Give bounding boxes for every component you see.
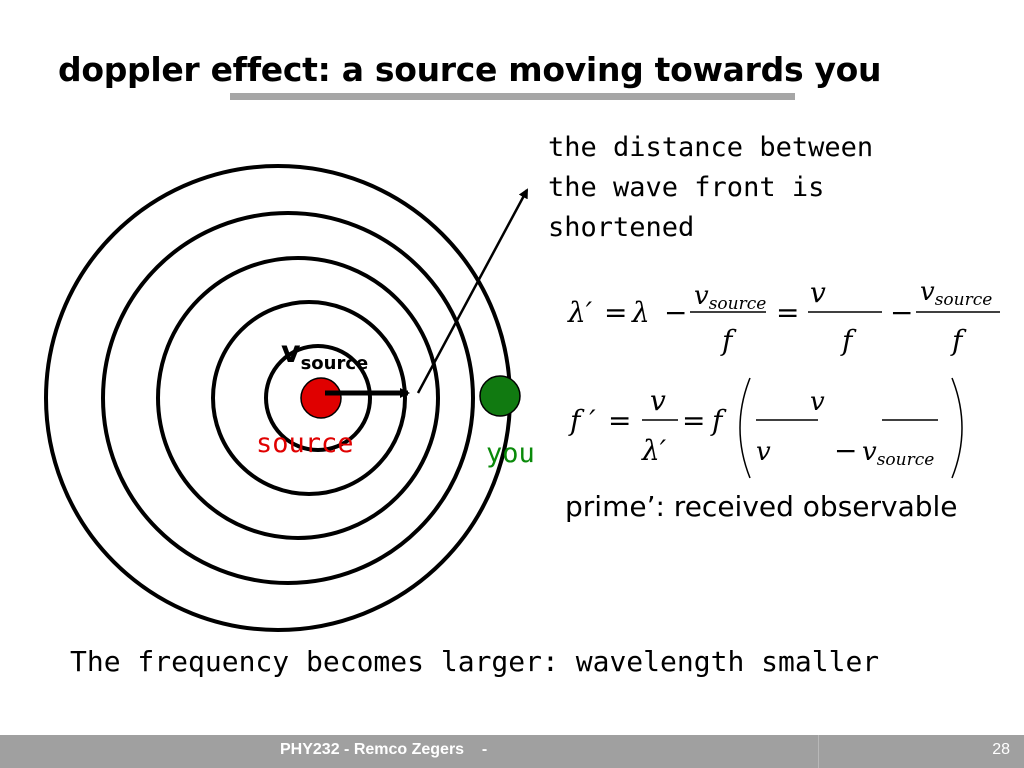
eq-frac1-den: f (720, 324, 737, 357)
observer-label: you (486, 438, 535, 469)
eq-equals-1: = (604, 296, 627, 329)
page-number: 28 (992, 741, 1010, 758)
footer-text: PHY232 - Remco Zegers - (280, 741, 488, 758)
annotation-text: the distance between the wave front is s… (548, 132, 874, 243)
eq-f-prime: f ′ (568, 404, 596, 437)
wave-front-2 (101, 211, 475, 585)
conclusion-text: The frequency becomes larger: wavelength… (70, 645, 880, 678)
eq-right-paren (951, 377, 963, 479)
source-dot (300, 377, 342, 419)
eq-frac3-den: f (950, 324, 967, 357)
eq-frac5-num: v (810, 387, 825, 417)
eq-frac-den-vsource: vsource (862, 437, 934, 470)
velocity-subscript: source (301, 353, 369, 374)
footer-bar: PHY232 - Remco Zegers - 28 (0, 735, 1024, 768)
eq-frac5-den-v: v (756, 437, 771, 467)
eq-frac2-den: f (840, 324, 857, 357)
slide-title: doppler effect: a source moving towards … (58, 50, 882, 89)
eq-f: f (710, 404, 727, 437)
eq-frac1-num: vsource (694, 281, 766, 314)
observer-dot (479, 375, 521, 417)
title-underline (230, 93, 795, 100)
eq-frac3-num: vsource (920, 277, 992, 310)
eq-minus-1: − (664, 296, 687, 329)
eq-equals-4: = (682, 404, 705, 437)
wave-front-3 (156, 256, 440, 540)
eq-lambda-prime: λ′ (567, 296, 593, 329)
footer-divider (818, 735, 819, 768)
annotation-arrow (416, 188, 529, 394)
wave-front-5 (264, 344, 372, 452)
eq-minus-2: − (890, 296, 913, 329)
eq-frac4-den: λ′ (641, 434, 667, 467)
velocity-label: vsource (281, 335, 368, 374)
wave-front-4 (211, 300, 407, 496)
eq-left-paren (739, 377, 751, 479)
eq-frac2-num: v (810, 276, 826, 309)
eq-equals-2: = (776, 296, 799, 329)
eq-frac4-num: v (650, 384, 666, 417)
doppler-equations: λ′ = λ − vsource f = v f − vsource f f ′… (567, 276, 1000, 479)
source-label: source (256, 428, 354, 459)
eq-equals-3: = (608, 404, 631, 437)
prime-note: prime’: received observable (565, 490, 958, 523)
eq-frac-den-minus: − (834, 434, 857, 467)
eq-lambda: λ (631, 296, 650, 329)
wave-front-1 (44, 164, 512, 632)
